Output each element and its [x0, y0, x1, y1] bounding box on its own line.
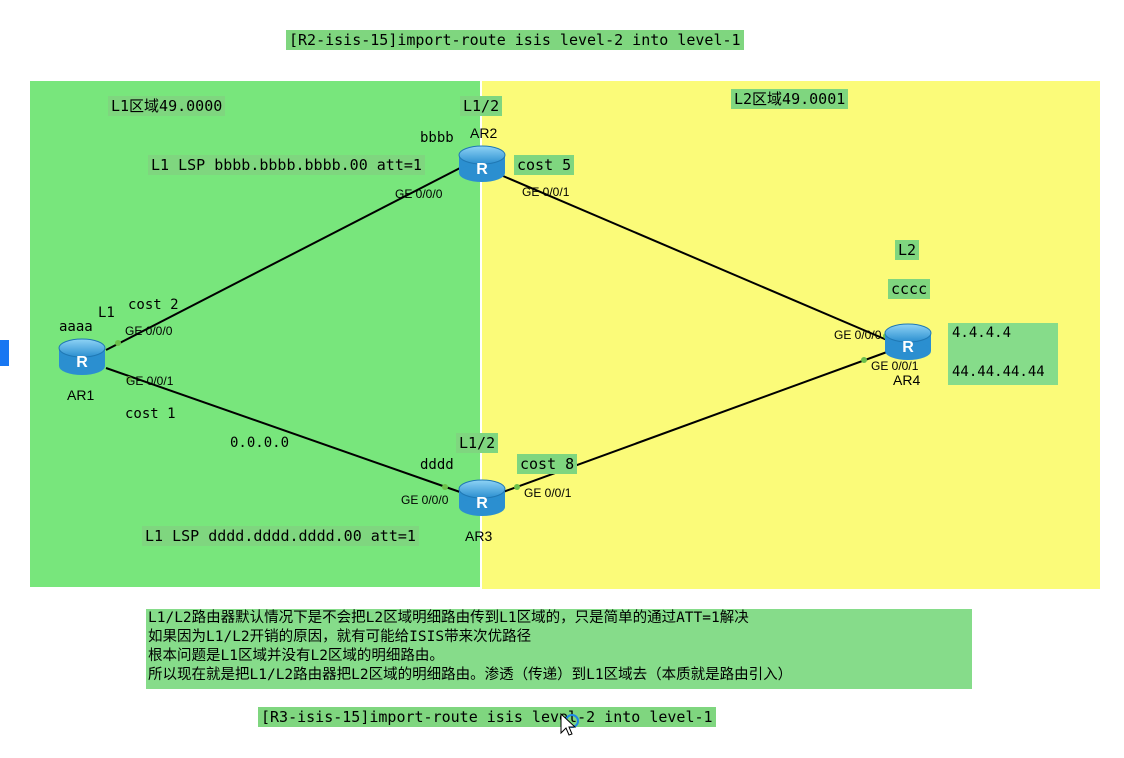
svg-text:R: R — [476, 161, 488, 178]
link-ar2-ar4 — [502, 175, 888, 341]
default-route-label: 0.0.0.0 — [230, 435, 290, 451]
command-top: [R2-isis-15]import-route isis level-2 in… — [286, 30, 744, 50]
side-marker — [0, 340, 9, 366]
router-ar3-icon[interactable]: R — [458, 479, 506, 516]
router-ar2-icon[interactable]: R — [458, 145, 506, 182]
ar4-route-2: 44.44.44.44 — [952, 364, 1045, 380]
note-line-3: 根本问题是L1区域并没有L2区域的明细路由。 — [148, 648, 444, 664]
note-line-2: 如果因为L1/L2开销的原因，就有可能给ISIS带来次优路径 — [148, 629, 532, 645]
note-line-1: L1/L2路由器默认情况下是不会把L2区域明细路由传到L1区域的，只是简单的通过… — [148, 610, 749, 626]
ar2-level: L1/2 — [460, 96, 503, 116]
command-bottom: [R3-isis-15]import-route isis level-2 in… — [258, 707, 716, 727]
notes-box: L1/L2路由器默认情况下是不会把L2区域明细路由传到L1区域的，只是简单的通过… — [146, 609, 972, 689]
svg-text:R: R — [902, 339, 914, 356]
port-dot — [514, 484, 520, 490]
ar4-name: AR4 — [893, 372, 921, 388]
ar1-port-g0: GE 0/0/0 — [125, 324, 173, 338]
ar4-routes-box: 4.4.4.4 44.44.44.44 — [948, 323, 1058, 385]
l2-area-title: L2区域49.0001 — [731, 89, 849, 109]
ar3-port-g1: GE 0/0/1 — [524, 486, 572, 500]
ar2-port-g0: GE 0/0/0 — [395, 187, 443, 201]
link-ar1-ar2 — [105, 166, 463, 351]
note-line-4: 所以现在就是把L1/L2路由器把L2区域的明细路由。渗透（传递）到L1区域去（本… — [148, 667, 793, 683]
port-dot — [115, 340, 121, 346]
cost-ar3-ar4: cost 8 — [517, 454, 578, 474]
cost-ar2-ar4: cost 5 — [514, 155, 575, 175]
ar1-name: AR1 — [67, 387, 95, 403]
ar3-sysid: dddd — [420, 457, 454, 473]
ar2-lsp-label: L1 LSP bbbb.bbbb.bbbb.00 att=1 — [148, 155, 425, 175]
ar1-level: L1 — [98, 305, 115, 321]
ar2-sysid: bbbb — [420, 130, 454, 146]
ar4-sysid: cccc — [888, 279, 931, 299]
ar4-port-g0: GE 0/0/0 — [834, 328, 882, 342]
ar1-sysid: aaaa — [59, 319, 93, 335]
mouse-cursor-icon — [560, 713, 579, 736]
svg-text:R: R — [476, 495, 488, 512]
svg-text:R: R — [76, 354, 88, 371]
ar4-port-g1: GE 0/0/1 — [871, 359, 919, 373]
link-ar1-ar3 — [105, 367, 461, 493]
ar2-name: AR2 — [470, 125, 498, 141]
port-dot — [861, 357, 867, 363]
router-ar4-icon[interactable]: R — [884, 323, 932, 360]
ar4-route-1: 4.4.4.4 — [952, 325, 1012, 341]
port-dot — [442, 484, 448, 490]
router-ar1-icon[interactable]: R — [58, 338, 106, 375]
ar3-lsp-label: L1 LSP dddd.dddd.dddd.00 att=1 — [142, 526, 419, 546]
ar4-level: L2 — [895, 240, 920, 260]
ar3-name: AR3 — [465, 528, 493, 544]
port-dot — [126, 376, 132, 382]
l1-area-title: L1区域49.0000 — [108, 96, 226, 116]
cost-ar1-ar2: cost 2 — [128, 297, 179, 313]
ar1-port-g1: GE 0/0/1 — [126, 374, 174, 388]
ar3-level: L1/2 — [456, 433, 499, 453]
ar3-port-g0: GE 0/0/0 — [401, 493, 449, 507]
ar2-port-g1: GE 0/0/1 — [522, 185, 570, 199]
cost-ar1-ar3: cost 1 — [125, 406, 176, 422]
